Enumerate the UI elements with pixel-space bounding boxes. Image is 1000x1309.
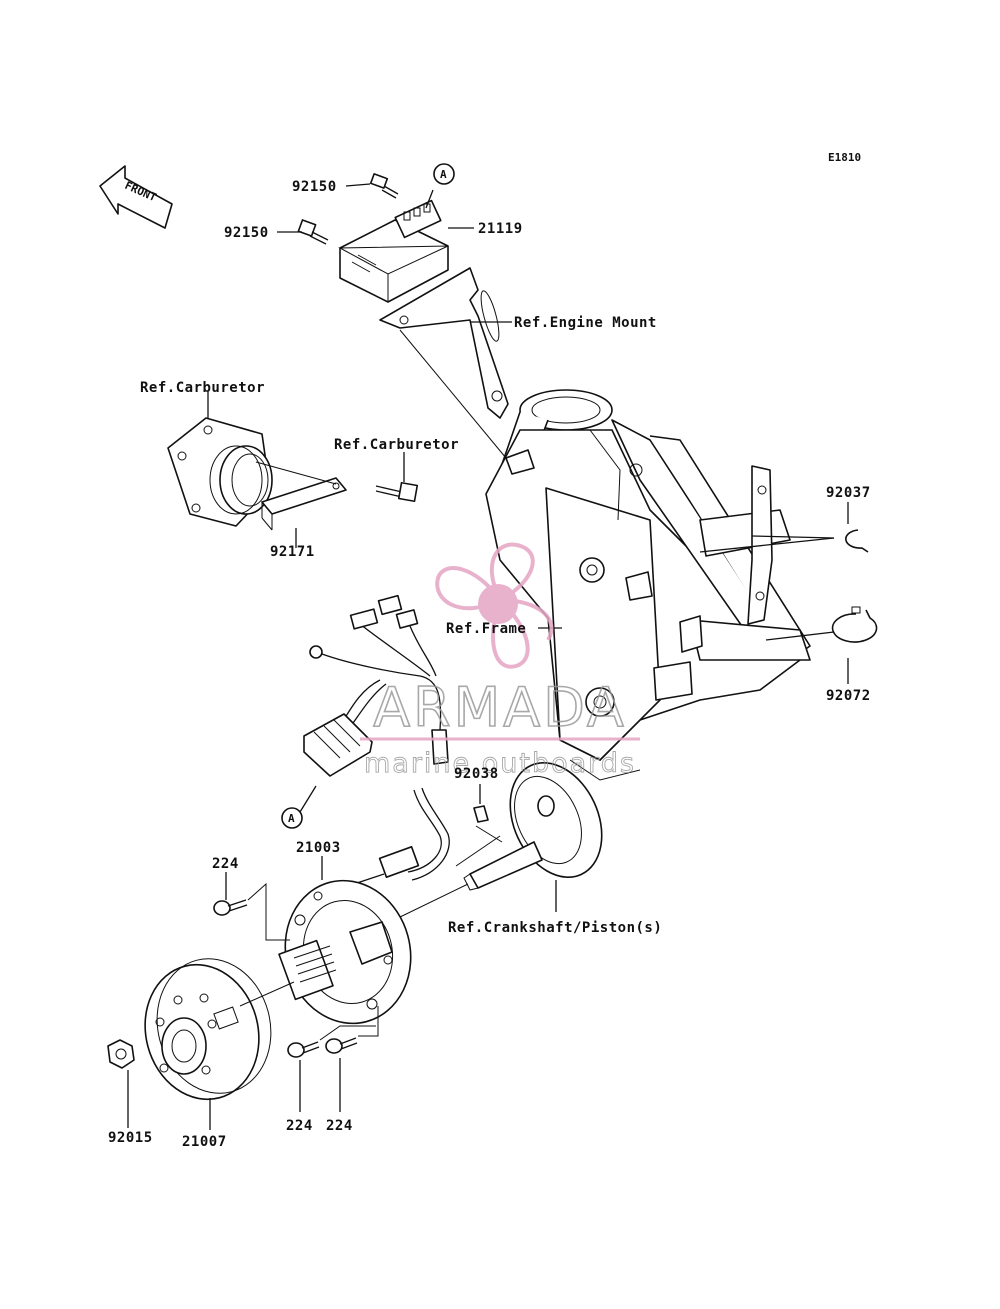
screw-224-bottom-right <box>325 1037 358 1054</box>
cdi-unit-21119 <box>338 199 449 303</box>
front-arrow-icon: FRONT <box>99 165 173 229</box>
key-92038 <box>473 805 489 823</box>
bolt-92150-left <box>297 219 329 245</box>
stator-21003 <box>278 879 412 1025</box>
clip-92037 <box>845 529 869 553</box>
label-224-bottom-right: 224 <box>326 1118 353 1134</box>
label-21007: 21007 <box>182 1134 227 1150</box>
label-ref-crankshaft: Ref.Crankshaft/Piston(s) <box>448 920 662 936</box>
label-ref-carburetor-mid: Ref.Carburetor <box>334 437 459 453</box>
callout-a-bottom: A <box>281 807 303 829</box>
strap-92171 <box>261 477 347 531</box>
carburetor-bolt <box>375 481 419 503</box>
watermark-tagline: marine outboards <box>364 748 636 779</box>
label-92171: 92171 <box>270 544 315 560</box>
label-92037: 92037 <box>826 485 871 501</box>
watermark: ARMADA marine outboards <box>360 542 640 779</box>
watermark-brand: ARMADA <box>373 676 627 739</box>
label-224-top: 224 <box>212 856 239 872</box>
screw-224-bottom-left <box>287 1041 320 1058</box>
frame <box>485 389 811 781</box>
label-224-bottom-left: 224 <box>286 1118 313 1134</box>
callout-a-top: A <box>433 163 455 185</box>
nut-92015 <box>107 1039 135 1069</box>
svg-text:A: A <box>440 168 447 181</box>
label-92150-top: 92150 <box>292 179 337 195</box>
engine-mount-bracket <box>379 267 509 419</box>
label-ref-carburetor-top: Ref.Carburetor <box>140 380 265 396</box>
label-92038: 92038 <box>454 766 499 782</box>
crankshaft <box>463 761 603 891</box>
propeller-logo-icon <box>435 542 554 669</box>
flywheel-21007 <box>144 958 272 1101</box>
label-ref-frame: Ref.Frame <box>446 621 526 637</box>
label-ref-engine-mount: Ref.Engine Mount <box>514 315 657 331</box>
label-21119: 21119 <box>478 221 523 237</box>
diagram-code: E1810 <box>828 151 861 164</box>
clamp-92072 <box>831 606 878 643</box>
label-21003: 21003 <box>296 840 341 856</box>
carburetor-flange <box>167 417 273 527</box>
label-92072: 92072 <box>826 688 871 704</box>
svg-text:A: A <box>288 812 295 825</box>
label-92015: 92015 <box>108 1130 153 1146</box>
screw-224-top <box>213 899 248 916</box>
bolt-92150-top <box>369 173 399 199</box>
label-92150-left: 92150 <box>224 225 269 241</box>
